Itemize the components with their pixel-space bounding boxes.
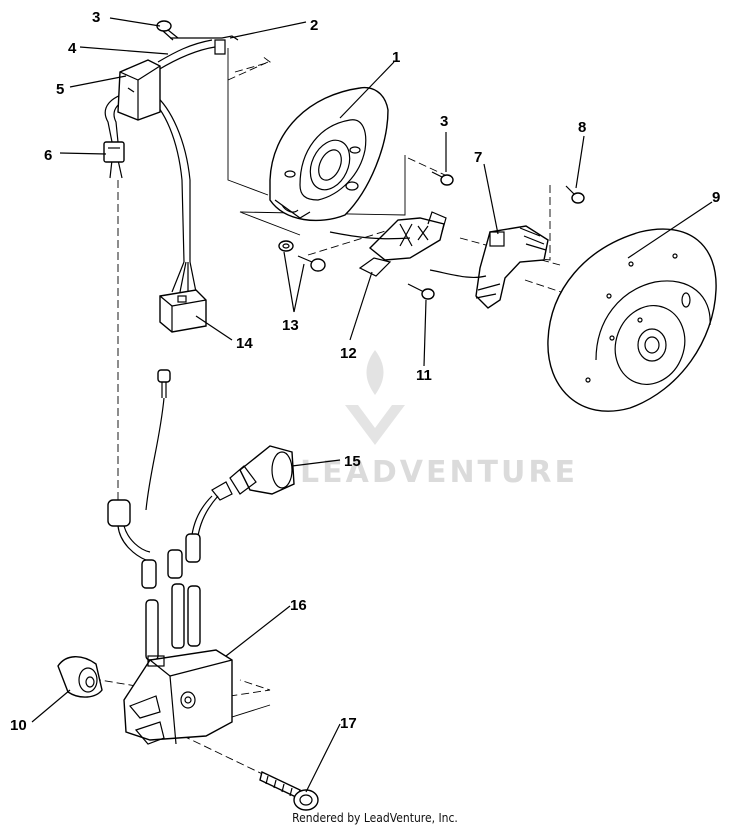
watermark: LEADVENTURE	[300, 350, 578, 490]
spark-plug-cap-icon	[211, 445, 295, 501]
bolt-icon	[156, 20, 179, 41]
callout-12: 13	[282, 317, 299, 334]
callout-3-mid: 3	[440, 113, 448, 130]
callout-15: 16	[290, 597, 307, 614]
bolt-icon	[407, 283, 435, 300]
footer-credit: Rendered by LeadVenture, Inc.	[292, 811, 458, 825]
bolt-icon	[259, 771, 319, 811]
callout-7: 7	[474, 149, 482, 166]
bolt-icon	[431, 171, 454, 186]
leader-lines	[31, 17, 713, 793]
pickup-coil	[329, 211, 447, 277]
voltage-regulator	[117, 59, 161, 121]
bolt-icon	[565, 185, 585, 204]
callout-10: 11	[416, 367, 432, 384]
callout-1: 1	[392, 49, 400, 66]
flywheel-icon	[547, 228, 717, 412]
callout-4: 4	[68, 40, 77, 57]
watermark-text: LEADVENTURE	[300, 455, 578, 490]
harness-plug	[159, 289, 207, 333]
v-logo-icon	[345, 405, 405, 445]
callout-17: 10	[10, 717, 27, 734]
connector-icon	[103, 141, 125, 163]
callout-labels: 3 2 4 1 5 3 8 6 7 9 13 14 12 11 15 16 17…	[10, 9, 720, 734]
ignition-coil-icon	[123, 649, 233, 745]
stator-coil	[429, 225, 549, 309]
ignition-leads	[107, 369, 219, 661]
callout-2: 2	[310, 17, 318, 34]
callout-16: 17	[340, 715, 357, 732]
callout-3-top: 3	[92, 9, 100, 26]
grommet-icon	[57, 656, 103, 698]
callout-5: 5	[56, 81, 64, 98]
stator-plate-icon	[269, 86, 389, 222]
callout-8: 8	[578, 119, 586, 136]
callout-6: 6	[44, 147, 52, 164]
callout-13: 14	[236, 335, 253, 352]
callout-9: 9	[712, 189, 720, 206]
flame-logo-icon	[366, 350, 384, 395]
washer-and-screw	[278, 240, 326, 272]
callout-14: 15	[344, 453, 361, 470]
callout-11: 12	[340, 345, 357, 362]
wire-harness	[104, 35, 239, 293]
